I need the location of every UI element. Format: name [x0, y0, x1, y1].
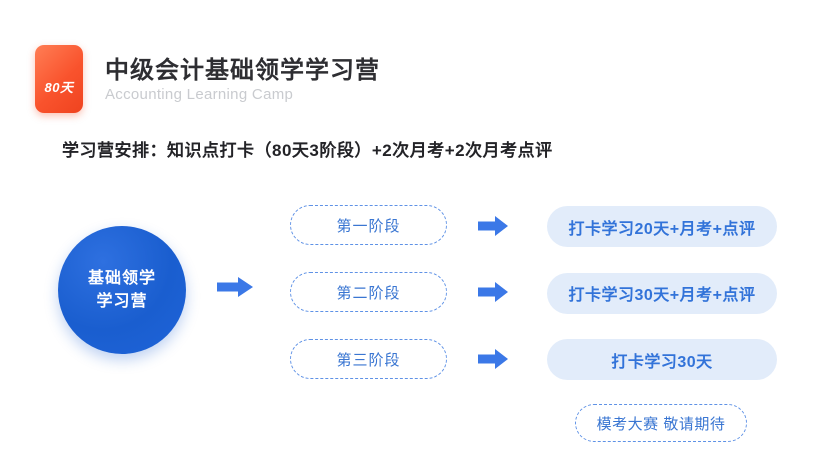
arrow-right-icon	[478, 215, 509, 237]
stage-3-result-label: 打卡学习30天	[611, 353, 713, 371]
stage-3-label: 第三阶段	[336, 351, 401, 369]
stage-1-result-label: 打卡学习20天+月考+点评	[568, 220, 756, 238]
camp-arrangement-text: 学习营安排：知识点打卡（80天3阶段）+2次月考+2次月考点评	[62, 141, 553, 160]
stage-2-result-label: 打卡学习30天+月考+点评	[568, 287, 756, 304]
stage-1-label: 第一阶段	[336, 217, 401, 235]
camp-circle-label-line2: 学习营	[96, 293, 148, 310]
arrow-right-icon	[478, 281, 509, 303]
duration-badge-label: 80天	[44, 79, 74, 95]
camp-circle: 基础领学 学习营	[58, 226, 186, 354]
stage-2-label: 第二阶段	[336, 284, 401, 302]
duration-badge: 80天	[35, 45, 83, 113]
stage-3-pill: 第三阶段	[290, 339, 447, 379]
stage-2-pill: 第二阶段	[290, 272, 447, 312]
mock-exam-note-pill: 模考大赛 敬请期待	[575, 404, 747, 442]
page-title: 中级会计基础领学学习营	[105, 57, 380, 84]
camp-circle-label-line1: 基础领学	[87, 269, 156, 287]
page-subtitle: Accounting Learning Camp	[105, 86, 294, 103]
arrow-right-icon	[478, 348, 509, 370]
stage-2-result-pill: 打卡学习30天+月考+点评	[547, 272, 777, 314]
stage-3-result-pill: 打卡学习30天	[547, 339, 777, 380]
stage-1-result-pill: 打卡学习20天+月考+点评	[547, 206, 777, 247]
mock-exam-note-label: 模考大赛 敬请期待	[596, 415, 726, 433]
arrow-right-icon	[217, 276, 254, 298]
stage-1-pill: 第一阶段	[290, 205, 447, 245]
